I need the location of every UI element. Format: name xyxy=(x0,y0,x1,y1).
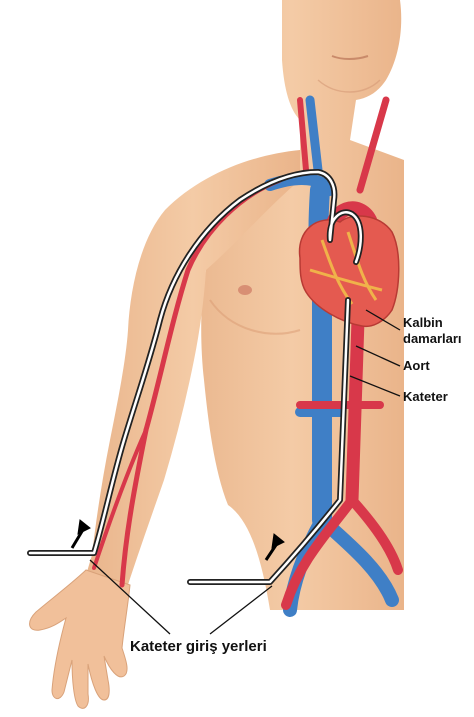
entry-arrows xyxy=(70,519,285,561)
hand xyxy=(29,569,131,709)
carotid-artery-left xyxy=(297,97,309,173)
leader-entry-arm xyxy=(89,559,171,635)
radial-artery xyxy=(119,427,149,588)
iliac-artery-left xyxy=(281,495,357,610)
chin xyxy=(317,79,381,93)
label-aorta: Aort xyxy=(403,358,430,373)
carotid-artery-right xyxy=(356,96,390,194)
arrow-icon xyxy=(70,519,91,549)
label-coronary: Kalbin damarları xyxy=(403,315,462,347)
ulnar-artery xyxy=(92,428,148,570)
catheter-arm-core xyxy=(28,170,362,555)
catheter-groin-core xyxy=(188,298,350,584)
chest-shadow xyxy=(209,299,301,335)
arrow-icon xyxy=(264,533,285,561)
mouth xyxy=(331,55,369,60)
label-coronary-line2: damarları xyxy=(403,331,462,346)
leader-entry-groin xyxy=(209,585,273,635)
jugular-vein xyxy=(305,95,323,175)
leader-lines xyxy=(89,309,401,635)
label-catheter: Kateter xyxy=(403,389,448,404)
label-coronary-line1: Kalbin xyxy=(403,315,443,330)
leader-coronary xyxy=(365,309,401,331)
label-entry-sites: Kateter giriş yerleri xyxy=(130,638,267,655)
iliac-artery-right xyxy=(347,495,403,575)
leader-aorta xyxy=(355,345,401,367)
nipple xyxy=(238,285,252,295)
leader-catheter xyxy=(349,375,401,397)
catheter xyxy=(27,169,364,585)
